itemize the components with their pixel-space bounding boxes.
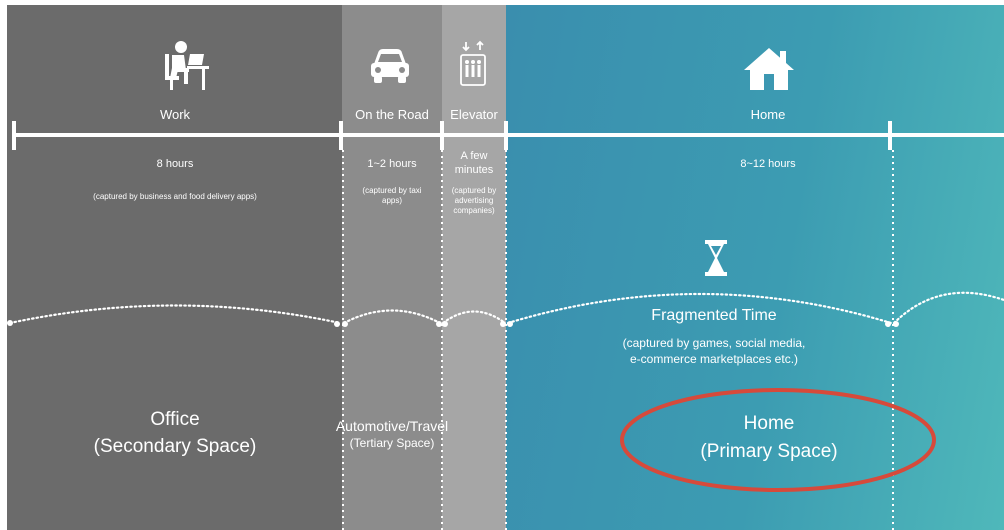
road-panel	[342, 5, 442, 530]
work-space-name: Office	[150, 409, 200, 430]
elevator-icon	[460, 40, 486, 86]
road-space-name: Automotive/Travel	[335, 418, 449, 434]
car-icon	[371, 49, 409, 83]
work-caption: (captured by business and food delivery …	[93, 192, 257, 201]
home-label: Home	[750, 107, 786, 122]
work-duration: 8 hours	[156, 158, 194, 170]
home-panel	[506, 5, 1004, 530]
road-caption-line2: apps)	[381, 196, 403, 205]
home-space-name: Home	[743, 413, 795, 434]
dotted-arcs	[8, 291, 1004, 325]
road-space-type: (Tertiary Space)	[349, 436, 435, 450]
road-label: On the Road	[355, 107, 429, 122]
elevator-caption-line3: companies)	[453, 206, 495, 215]
fragmented-time-title: Fragmented Time	[651, 307, 777, 324]
home-duration: 8~12 hours	[740, 158, 796, 170]
fragmented-time-caption-line2: e-commerce marketplaces etc.)	[629, 352, 799, 366]
elevator-duration-line2: minutes	[454, 164, 494, 176]
arc-endpoints	[7, 320, 899, 327]
elevator-caption-line1: (captured by	[451, 186, 497, 195]
work-space-type: (Secondary Space)	[93, 436, 257, 457]
hourglass-icon	[705, 240, 727, 276]
elevator-duration-line1: A few	[460, 150, 488, 162]
fragmented-time-caption-line1: (captured by games, social media,	[622, 336, 806, 350]
elevator-label: Elevator	[450, 107, 498, 122]
home-highlight-ellipse	[620, 388, 936, 492]
home-space-type: (Primary Space)	[700, 441, 838, 462]
person-at-desk-icon	[165, 41, 209, 90]
road-duration: 1~2 hours	[367, 158, 417, 170]
elevator-caption-line2: advertising	[454, 196, 494, 205]
house-icon	[744, 48, 794, 90]
work-label: Work	[159, 107, 191, 122]
elevator-panel	[442, 5, 506, 530]
dotted-dividers	[342, 150, 894, 530]
work-panel	[7, 5, 342, 530]
road-caption-line1: (captured by taxi	[362, 186, 422, 195]
